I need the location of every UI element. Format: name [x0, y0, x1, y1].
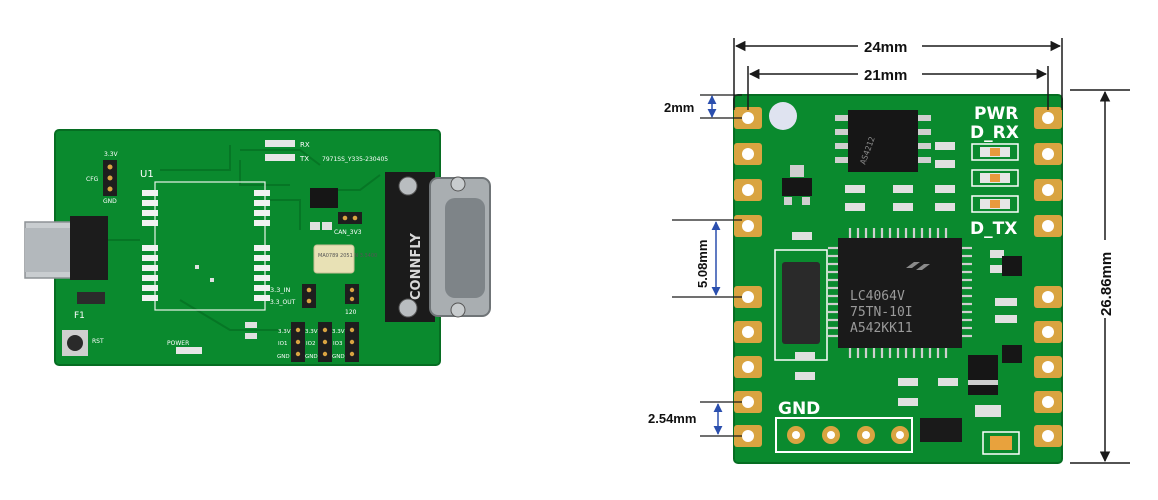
label-f1: F1	[74, 311, 85, 321]
transistor-right-top	[1002, 256, 1022, 276]
label-cfg-gnd: GND	[103, 198, 117, 205]
label-io3-3v3: 3.3V	[332, 329, 345, 335]
label-io3-gnd: GND	[332, 354, 345, 360]
fuse-f1	[77, 292, 105, 304]
dim-width-outer: 24mm	[864, 39, 907, 56]
passive-components	[792, 142, 1017, 406]
led-power	[176, 347, 202, 354]
cpld-module-board: AS4212 PWR D_RX D_TX	[733, 94, 1063, 464]
gnd-header-outline	[775, 417, 913, 453]
label-io1: IO1	[278, 341, 287, 347]
status-leds	[971, 143, 1019, 213]
jumper-outline	[982, 431, 1020, 455]
label-crystal: MA0789 2051 N 3.3400	[318, 253, 377, 259]
label-120: 120	[345, 309, 357, 316]
label-rx: RX	[300, 141, 310, 149]
dim-width-inner: 21mm	[864, 67, 907, 84]
label-power: POWER	[167, 340, 189, 347]
db9-connector: CONNFLY	[385, 172, 491, 322]
label-d-tx: D_TX	[970, 219, 1017, 239]
can-3v3-jumper	[338, 212, 362, 224]
dim-height: 26.86mm	[1098, 252, 1115, 316]
dimension-annotations: 24mm 21mm 26.86mm 2mm 5.08mm 2.54mm	[648, 38, 1130, 464]
gnd-header-pads	[787, 426, 909, 444]
label-can-3v3: CAN_3V3	[334, 229, 362, 236]
transistor-right-bottom	[1002, 345, 1022, 363]
label-u1: U1	[140, 169, 154, 180]
label-io2-gnd: GND	[305, 354, 318, 360]
cpld-chip: LC4064V 75TN-10I A542KK11	[828, 228, 972, 358]
castellated-pads-right	[1034, 107, 1062, 447]
regulator-chip	[782, 178, 812, 196]
crystal	[313, 244, 355, 274]
u1-pads	[142, 190, 270, 301]
fiducial-mark	[769, 102, 797, 130]
diode	[968, 355, 998, 395]
led-rx	[265, 140, 295, 147]
label-io1-3v3: 3.3V	[278, 329, 291, 335]
label-io2-3v3: 3.3V	[305, 329, 318, 335]
eeprom-chip: AS4212	[835, 110, 931, 172]
can-transceiver-ic	[310, 188, 338, 208]
label-connector-brand: CONNFLY	[409, 233, 424, 300]
label-chip-line2: 75TN-10I	[850, 305, 913, 320]
inductor	[782, 262, 820, 344]
dim-edge-offset: 2mm	[664, 100, 694, 115]
dim-pin-gap: 5.08mm	[695, 240, 710, 288]
led-tx	[265, 154, 295, 161]
label-rst: RST	[92, 338, 104, 345]
label-io1-gnd: GND	[277, 354, 290, 360]
usb-housing	[70, 216, 108, 280]
can-adapter-board: U1 3.3V CFG GND RX TX 7971SS_Y335-2304	[24, 129, 491, 366]
label-tx: TX	[299, 155, 309, 163]
label-3v3-out: 3.3_OUT	[270, 299, 296, 306]
termination-header	[345, 284, 359, 304]
label-io2: IO2	[306, 341, 315, 347]
label-pwr: PWR	[974, 104, 1018, 124]
pcb-left	[55, 130, 440, 365]
label-part-number: 7971SS_Y335-230405	[322, 156, 388, 163]
dim-pin-pitch: 2.54mm	[648, 411, 696, 426]
label-chip-line1: LC4064V	[850, 289, 905, 304]
crystal-bottom	[920, 418, 962, 442]
label-d-rx: D_RX	[970, 123, 1019, 143]
power-select-header	[302, 284, 316, 308]
label-chip-line3: A542KK11	[850, 321, 913, 336]
io-headers	[291, 322, 359, 362]
label-cfg-3v3: 3.3V	[104, 151, 119, 158]
label-3v3-in: 3.3_IN	[270, 286, 291, 294]
label-gnd-right: GND	[778, 399, 820, 419]
label-io3: IO3	[333, 341, 343, 347]
label-cfg: CFG	[86, 176, 99, 183]
